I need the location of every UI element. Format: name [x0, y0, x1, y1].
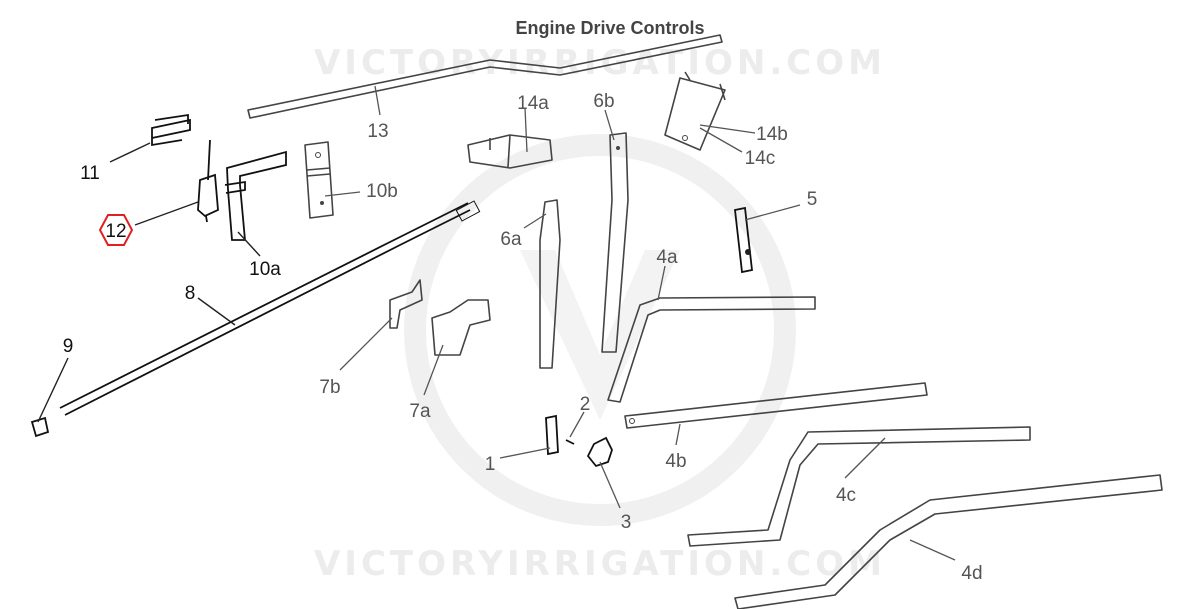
- part-10b-plate[interactable]: [304, 141, 334, 219]
- part-10a-bracket[interactable]: [224, 150, 287, 241]
- label-8[interactable]: 8: [185, 283, 196, 304]
- part-5-lever[interactable]: [734, 206, 753, 274]
- label-7a[interactable]: 7a: [409, 401, 431, 422]
- part-3-knob[interactable]: [586, 436, 613, 468]
- label-12[interactable]: 12: [105, 221, 126, 242]
- label-4d[interactable]: 4d: [961, 563, 982, 584]
- part-12-switch[interactable]: [197, 139, 219, 223]
- part-1-block[interactable]: [545, 414, 559, 456]
- part-4a-rod[interactable]: [607, 296, 816, 403]
- watermark-bottom: VICTORYIRRIGATION.COM: [314, 544, 886, 584]
- label-14a[interactable]: 14a: [517, 93, 549, 114]
- part-4b-rod[interactable]: [624, 382, 928, 429]
- part-13-rod[interactable]: [247, 34, 723, 119]
- label-14c[interactable]: 14c: [745, 148, 776, 169]
- label-4c[interactable]: 4c: [836, 485, 856, 506]
- label-4a[interactable]: 4a: [656, 247, 678, 268]
- watermark-logo: [404, 134, 796, 526]
- part-4d-rod[interactable]: [734, 474, 1163, 609]
- label-9[interactable]: 9: [63, 336, 74, 357]
- part-14a-bracket[interactable]: [467, 134, 553, 169]
- diagram-title: Engine Drive Controls: [515, 18, 704, 38]
- part-8-cable[interactable]: [59, 200, 481, 416]
- label-4b[interactable]: 4b: [665, 451, 686, 472]
- part-7a-bracket[interactable]: [431, 299, 491, 356]
- part-6a-arm[interactable]: [539, 199, 561, 369]
- label-7b[interactable]: 7b: [319, 377, 340, 398]
- label-10a[interactable]: 10a: [249, 259, 281, 280]
- label-10b[interactable]: 10b: [366, 181, 398, 202]
- watermark-top: VICTORYIRRIGATION.COM: [314, 43, 886, 83]
- part-14b-plate[interactable]: [664, 71, 726, 151]
- highlight-hexagon: [98, 214, 134, 246]
- label-3[interactable]: 3: [621, 512, 632, 533]
- part-11-clip[interactable]: [151, 113, 191, 147]
- label-6a[interactable]: 6a: [500, 229, 522, 250]
- part-7b-bracket[interactable]: [389, 279, 423, 329]
- part-2-spring[interactable]: [565, 439, 575, 445]
- part-9-knob[interactable]: [30, 416, 50, 438]
- part-6b-arm[interactable]: [601, 132, 629, 353]
- label-2[interactable]: 2: [580, 394, 591, 415]
- part-4c-rod[interactable]: [687, 426, 1031, 547]
- label-5[interactable]: 5: [807, 189, 818, 210]
- label-11[interactable]: 11: [80, 163, 100, 184]
- label-13[interactable]: 13: [367, 121, 388, 142]
- label-1[interactable]: 1: [485, 454, 496, 475]
- label-6b[interactable]: 6b: [593, 91, 614, 112]
- label-14b[interactable]: 14b: [756, 124, 788, 145]
